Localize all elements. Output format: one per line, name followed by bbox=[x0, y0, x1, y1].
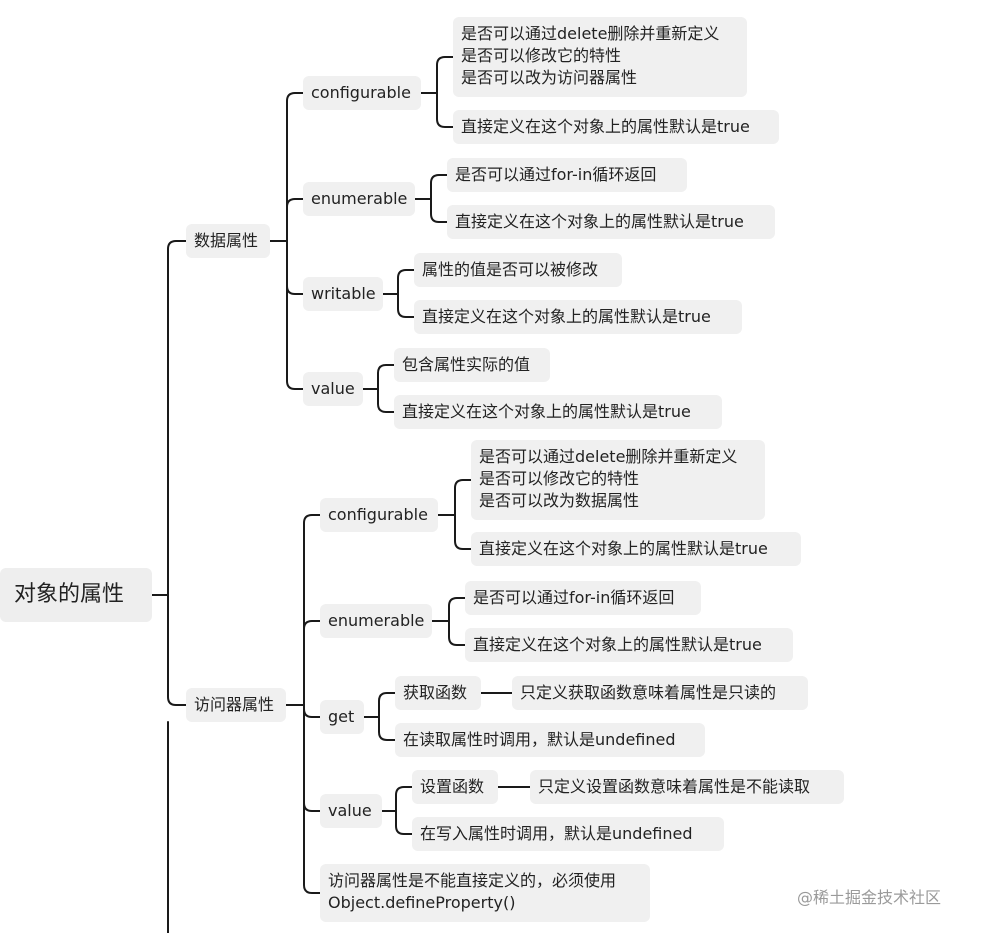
b1-1-link-1 bbox=[448, 620, 466, 646]
b1-link-0 bbox=[303, 514, 321, 706]
b0-0-link-0 bbox=[436, 56, 454, 94]
b0-2-link-0 bbox=[397, 269, 415, 295]
b0-3-link-1 bbox=[377, 388, 395, 413]
data-configurable-default[interactable]: 直接定义在这个对象上的属性默认是true bbox=[453, 110, 779, 144]
root-link-1 bbox=[167, 594, 187, 706]
accessor-note[interactable]: 访问器属性是不能直接定义的，必须使用 Object.defineProperty… bbox=[320, 864, 650, 922]
data-enumerable-desc[interactable]: 是否可以通过for-in循环返回 bbox=[447, 158, 687, 192]
branch-accessor-properties[interactable]: 访问器属性 bbox=[186, 688, 286, 722]
b1-1-link-0 bbox=[448, 597, 466, 622]
accessor-get[interactable]: get bbox=[320, 700, 364, 734]
accessor-value[interactable]: value bbox=[320, 794, 382, 828]
data-value[interactable]: value bbox=[303, 372, 363, 406]
b1-0-link-0 bbox=[454, 479, 472, 516]
accessor-configurable-desc[interactable]: 是否可以通过delete删除并重新定义 是否可以修改它的特性 是否可以改为数据属… bbox=[471, 440, 765, 520]
b1-link-2 bbox=[303, 704, 321, 718]
root-link-0 bbox=[167, 240, 187, 596]
accessor-enumerable-desc[interactable]: 是否可以通过for-in循环返回 bbox=[465, 581, 701, 615]
accessor-configurable-default[interactable]: 直接定义在这个对象上的属性默认是true bbox=[471, 532, 801, 566]
b0-3-link-0 bbox=[377, 364, 395, 390]
data-configurable-desc[interactable]: 是否可以通过delete删除并重新定义 是否可以修改它的特性 是否可以改为访问器… bbox=[453, 17, 747, 97]
b0-1-link-1 bbox=[430, 198, 448, 223]
b0-link-0 bbox=[286, 92, 304, 242]
b1-3-link-0 bbox=[395, 786, 413, 812]
accessor-configurable[interactable]: configurable bbox=[320, 498, 438, 532]
data-value-default[interactable]: 直接定义在这个对象上的属性默认是true bbox=[394, 395, 722, 429]
b1-link-1 bbox=[303, 620, 321, 706]
branch-data-properties[interactable]: 数据属性 bbox=[186, 224, 270, 258]
b1-3-link-1 bbox=[395, 810, 413, 835]
b1-2-link-0 bbox=[378, 692, 396, 718]
accessor-setter-desc[interactable]: 只定义设置函数意味着属性是不能读取 bbox=[530, 770, 844, 804]
b0-1-link-0 bbox=[430, 174, 448, 200]
b1-2-link-1 bbox=[378, 716, 396, 741]
accessor-setter-function[interactable]: 设置函数 bbox=[412, 770, 498, 804]
b0-link-3 bbox=[286, 240, 304, 390]
data-writable[interactable]: writable bbox=[303, 277, 383, 311]
accessor-get-default[interactable]: 在读取属性时调用，默认是undefined bbox=[395, 723, 705, 757]
data-configurable[interactable]: configurable bbox=[303, 76, 421, 110]
data-enumerable-default[interactable]: 直接定义在这个对象上的属性默认是true bbox=[447, 205, 775, 239]
b1-0-link-1 bbox=[454, 514, 472, 550]
watermark: @稀土掘金技术社区 bbox=[797, 888, 942, 907]
root-node[interactable]: 对象的属性 bbox=[0, 568, 152, 622]
b1-link-3 bbox=[303, 704, 321, 812]
accessor-getter-desc[interactable]: 只定义获取函数意味着属性是只读的 bbox=[512, 676, 808, 710]
data-writable-desc[interactable]: 属性的值是否可以被修改 bbox=[414, 253, 622, 287]
data-writable-default[interactable]: 直接定义在这个对象上的属性默认是true bbox=[414, 300, 742, 334]
accessor-enumerable-default[interactable]: 直接定义在这个对象上的属性默认是true bbox=[465, 628, 793, 662]
accessor-getter-function[interactable]: 获取函数 bbox=[395, 676, 481, 710]
accessor-set-default[interactable]: 在写入属性时调用，默认是undefined bbox=[412, 817, 724, 851]
b0-link-2 bbox=[286, 240, 304, 295]
b0-2-link-1 bbox=[397, 293, 415, 318]
data-value-desc[interactable]: 包含属性实际的值 bbox=[394, 348, 550, 382]
b0-link-1 bbox=[286, 198, 304, 242]
b1-link-4 bbox=[303, 704, 321, 894]
accessor-enumerable[interactable]: enumerable bbox=[320, 604, 432, 638]
b0-0-link-1 bbox=[436, 92, 454, 128]
data-enumerable[interactable]: enumerable bbox=[303, 182, 415, 216]
